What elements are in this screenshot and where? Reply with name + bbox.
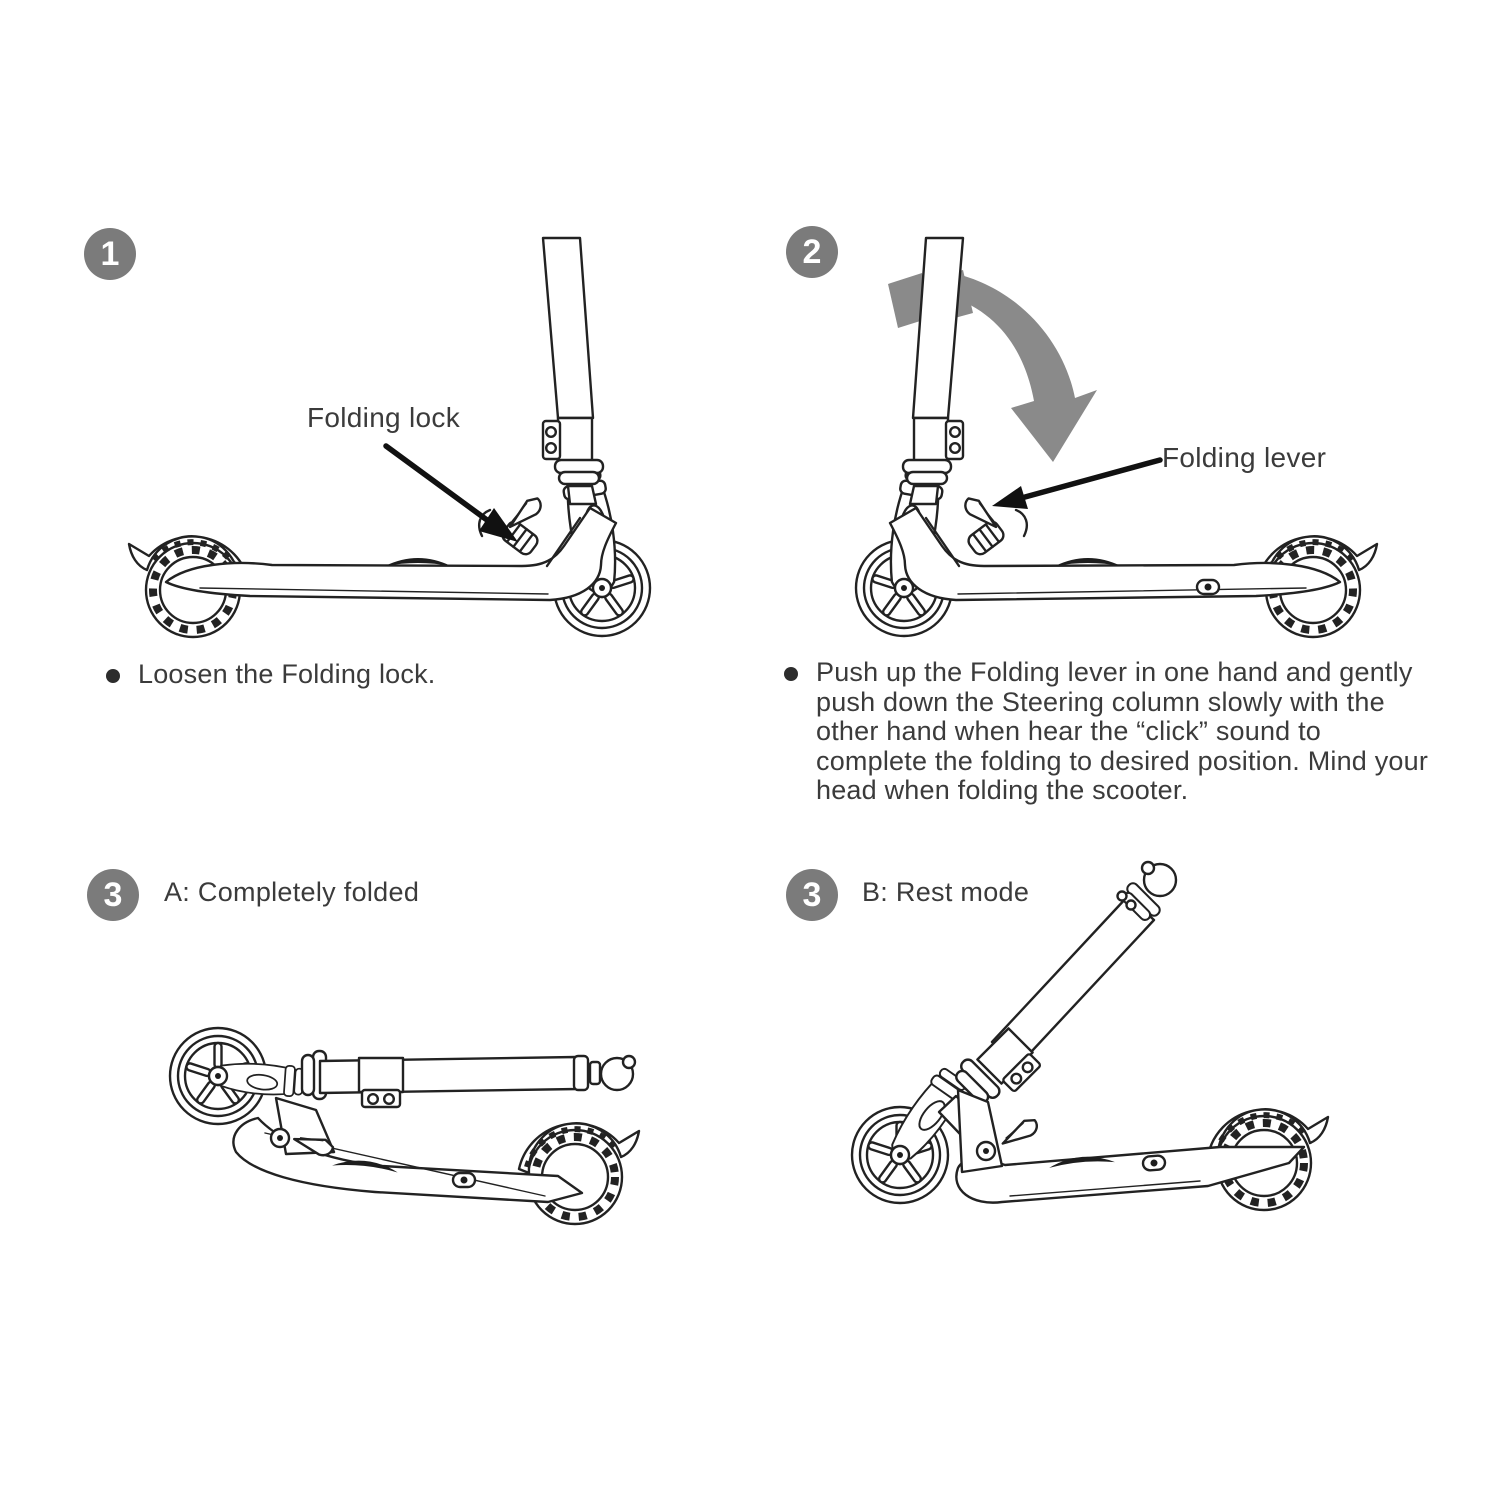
numbered-circle-icon: 1 xyxy=(84,228,136,280)
step-1-instruction: Loosen the Folding lock. xyxy=(106,659,436,690)
step-1-scooter-illustration xyxy=(130,228,690,668)
numbered-circle-icon: 3 xyxy=(87,869,139,921)
step-3a-folded-scooter-illustration xyxy=(168,1026,670,1268)
step-2-instruction-text: Push up the Folding lever in one hand an… xyxy=(816,657,1429,805)
scooter-completely-folded xyxy=(168,1026,639,1224)
step-2-scooter-illustration xyxy=(830,228,1390,668)
bullet-dot-icon xyxy=(784,667,798,681)
step-1-badge: 1 xyxy=(84,228,136,280)
numbered-circle-icon: 2 xyxy=(786,226,838,278)
folding-lever-pointer-arrow xyxy=(992,457,1163,509)
folding-lever-label: Folding lever xyxy=(1162,442,1327,473)
step-1-instruction-text: Loosen the Folding lock. xyxy=(138,659,436,689)
step-3b-rest-mode-illustration xyxy=(850,860,1400,1280)
scooter-rest-mode xyxy=(850,860,1328,1210)
step-2-badge: 2 xyxy=(786,226,838,278)
step-number: 3 xyxy=(104,876,123,914)
scooter-unfolded xyxy=(129,238,650,637)
bullet-dot-icon xyxy=(106,669,120,683)
step-3a-caption: A: Completely folded xyxy=(164,877,420,907)
step-number: 3 xyxy=(803,876,822,914)
step-number: 1 xyxy=(101,235,120,273)
step-3b-caption: B: Rest mode xyxy=(862,877,1030,907)
scooter-unfolded-mirrored xyxy=(856,238,1377,637)
step-number: 2 xyxy=(803,233,822,271)
numbered-circle-icon: 3 xyxy=(786,869,838,921)
folding-lock-pointer-arrow xyxy=(383,443,518,542)
step-2-instruction: Push up the Folding lever in one hand an… xyxy=(784,657,1434,806)
folding-lock-label: Folding lock xyxy=(307,402,461,433)
step-3b-badge: 3 xyxy=(786,869,838,921)
step-3a-badge: 3 xyxy=(87,869,139,921)
